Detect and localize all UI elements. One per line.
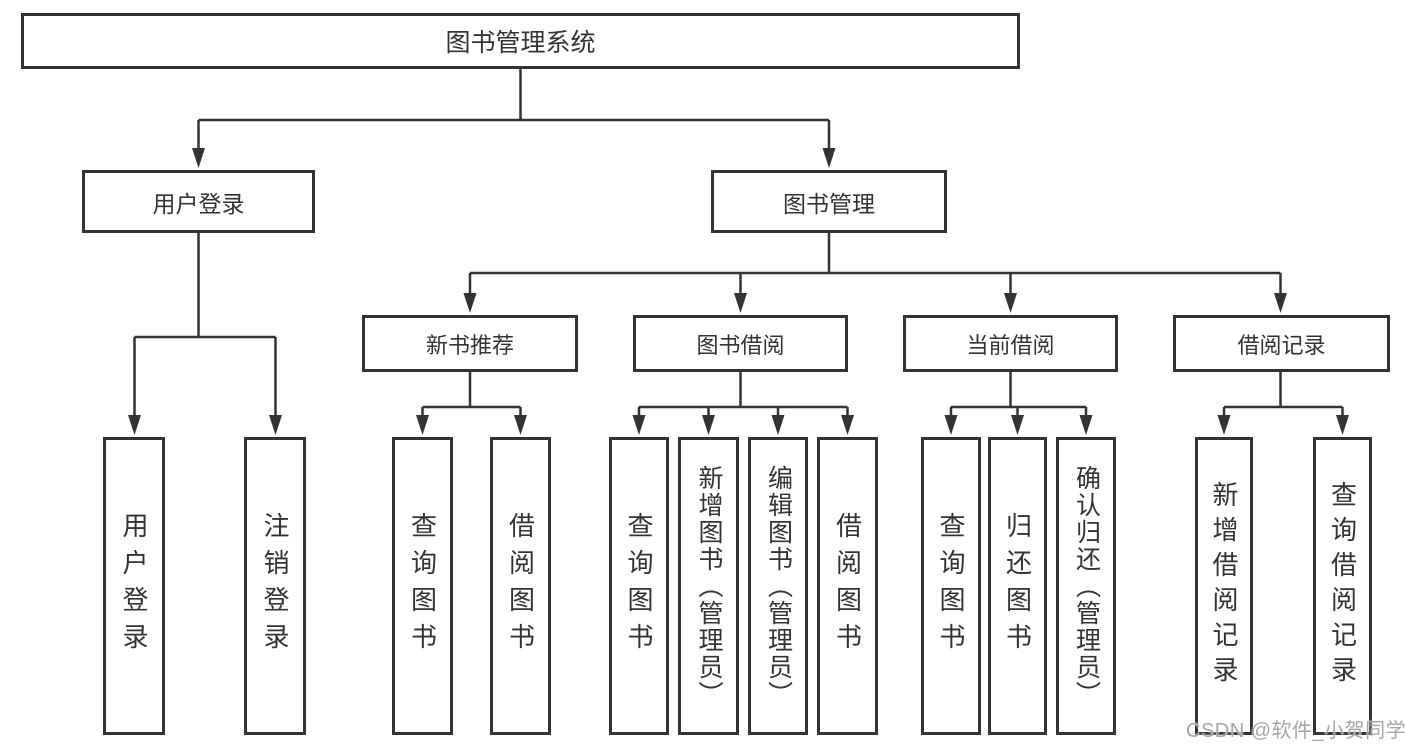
leaf-edit-books-admin: 编辑图书（管理员） — [748, 437, 808, 735]
node-root: 图书管理系统 — [21, 13, 1020, 69]
leaf-edit-books-admin-label: 编辑图书（管理员） — [764, 464, 793, 708]
leaf-return-books: 归还图书 — [988, 437, 1047, 735]
leaf-query-borrow-record: 查询借阅记录 — [1313, 437, 1372, 735]
leaf-borrow-books-1: 借阅图书 — [490, 437, 551, 735]
leaf-query-books-2: 查询图书 — [609, 437, 669, 735]
node-current-borrow: 当前借阅 — [903, 315, 1118, 372]
node-book-management-label: 图书管理 — [783, 190, 875, 217]
leaf-borrow-books-1-label: 借阅图书 — [505, 512, 536, 660]
node-new-book-recommend: 新书推荐 — [362, 315, 578, 372]
node-book-borrow: 图书借阅 — [633, 315, 848, 372]
leaf-borrow-books-2-label: 借阅图书 — [832, 512, 863, 660]
leaf-query-books-3: 查询图书 — [921, 437, 981, 735]
leaf-return-books-label: 归还图书 — [1002, 512, 1033, 660]
leaf-logout: 注销登录 — [244, 437, 306, 735]
leaf-query-books-1-label: 查询图书 — [407, 512, 438, 660]
leaf-add-borrow-record-label: 新增借阅记录 — [1209, 481, 1239, 691]
node-user-login: 用户登录 — [82, 170, 315, 233]
arrowheads — [128, 148, 1349, 435]
node-new-book-recommend-label: 新书推荐 — [425, 332, 514, 358]
leaf-query-borrow-record-label: 查询借阅记录 — [1327, 481, 1358, 691]
node-borrow-records-label: 借阅记录 — [1237, 332, 1326, 358]
leaf-query-books-3-label: 查询图书 — [936, 512, 966, 660]
node-root-label: 图书管理系统 — [445, 29, 596, 57]
leaf-add-books-admin-label: 新增图书（管理员） — [695, 464, 723, 708]
leaf-user-login-label: 用户登录 — [119, 512, 149, 660]
leaf-confirm-return-admin-label: 确认归还（管理员） — [1072, 464, 1101, 708]
node-borrow-records: 借阅记录 — [1173, 315, 1390, 372]
connector-paths — [133, 69, 1344, 419]
leaf-borrow-books-2: 借阅图书 — [817, 437, 878, 735]
node-book-management: 图书管理 — [711, 170, 947, 233]
leaf-user-login: 用户登录 — [103, 437, 165, 735]
node-book-borrow-label: 图书借阅 — [696, 332, 785, 358]
leaf-query-books-2-label: 查询图书 — [624, 512, 654, 660]
node-user-login-label: 用户登录 — [152, 190, 245, 217]
leaf-add-books-admin: 新增图书（管理员） — [678, 437, 739, 735]
leaf-confirm-return-admin: 确认归还（管理员） — [1056, 437, 1116, 735]
leaf-logout-label: 注销登录 — [260, 512, 290, 660]
csdn-watermark: CSDN @软件_小贺同学 — [1186, 720, 1405, 742]
node-current-borrow-label: 当前借阅 — [966, 332, 1055, 358]
leaf-add-borrow-record: 新增借阅记录 — [1195, 437, 1253, 735]
leaf-query-books-1: 查询图书 — [392, 437, 453, 735]
